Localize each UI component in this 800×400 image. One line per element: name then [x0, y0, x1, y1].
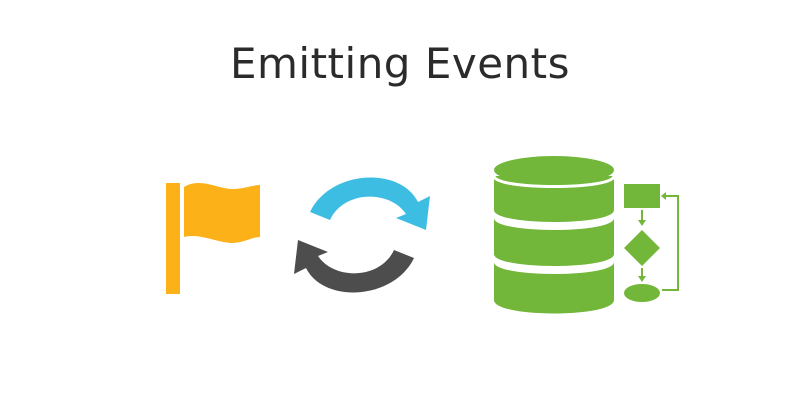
flag-icon — [160, 175, 270, 300]
page-title: Emitting Events — [229, 39, 571, 88]
database-flowchart-icon — [490, 150, 690, 320]
sync-arrows-icon — [290, 162, 435, 307]
